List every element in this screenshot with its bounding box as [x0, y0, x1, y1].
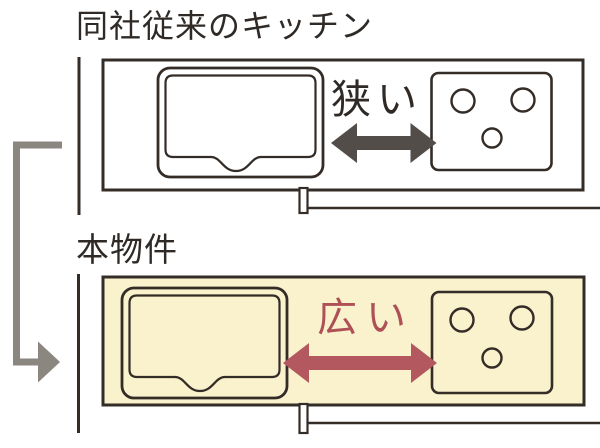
counter-outline	[101, 58, 585, 192]
conventional-kitchen-title: 同社従来のキッチン	[76, 8, 374, 44]
sink-inner	[128, 294, 281, 393]
sink-outer	[156, 66, 325, 179]
burner-icon	[481, 127, 503, 149]
burner-icon	[510, 87, 536, 113]
stove-icon	[430, 71, 553, 172]
counter-outline	[101, 275, 586, 407]
stove-outline	[430, 71, 553, 172]
stove-icon	[430, 290, 554, 395]
property-kitchen	[77, 274, 600, 435]
counter-leg	[298, 186, 309, 215]
connector-arrow	[13, 141, 62, 383]
sink-inner	[164, 74, 317, 173]
connector-elbow-line	[13, 141, 62, 366]
narrow-gap-label: 狭い	[331, 78, 423, 122]
burner-icon	[509, 305, 535, 331]
sink-icon	[156, 66, 325, 179]
property-title: 本物件	[76, 231, 178, 268]
narrow-gap-arrow-icon	[331, 123, 437, 163]
connector-arrowhead-icon	[38, 341, 60, 383]
burner-icon	[481, 347, 503, 369]
sink-outer	[120, 286, 289, 400]
counter-leg	[298, 402, 309, 435]
burner-icon	[450, 88, 476, 114]
conventional-kitchen	[77, 57, 600, 215]
wide-gap-arrow-icon	[283, 343, 437, 383]
wide-gap-label: 広い	[317, 296, 415, 340]
sink-icon	[120, 286, 289, 400]
stove-outline	[430, 290, 554, 395]
burner-icon	[449, 307, 475, 333]
